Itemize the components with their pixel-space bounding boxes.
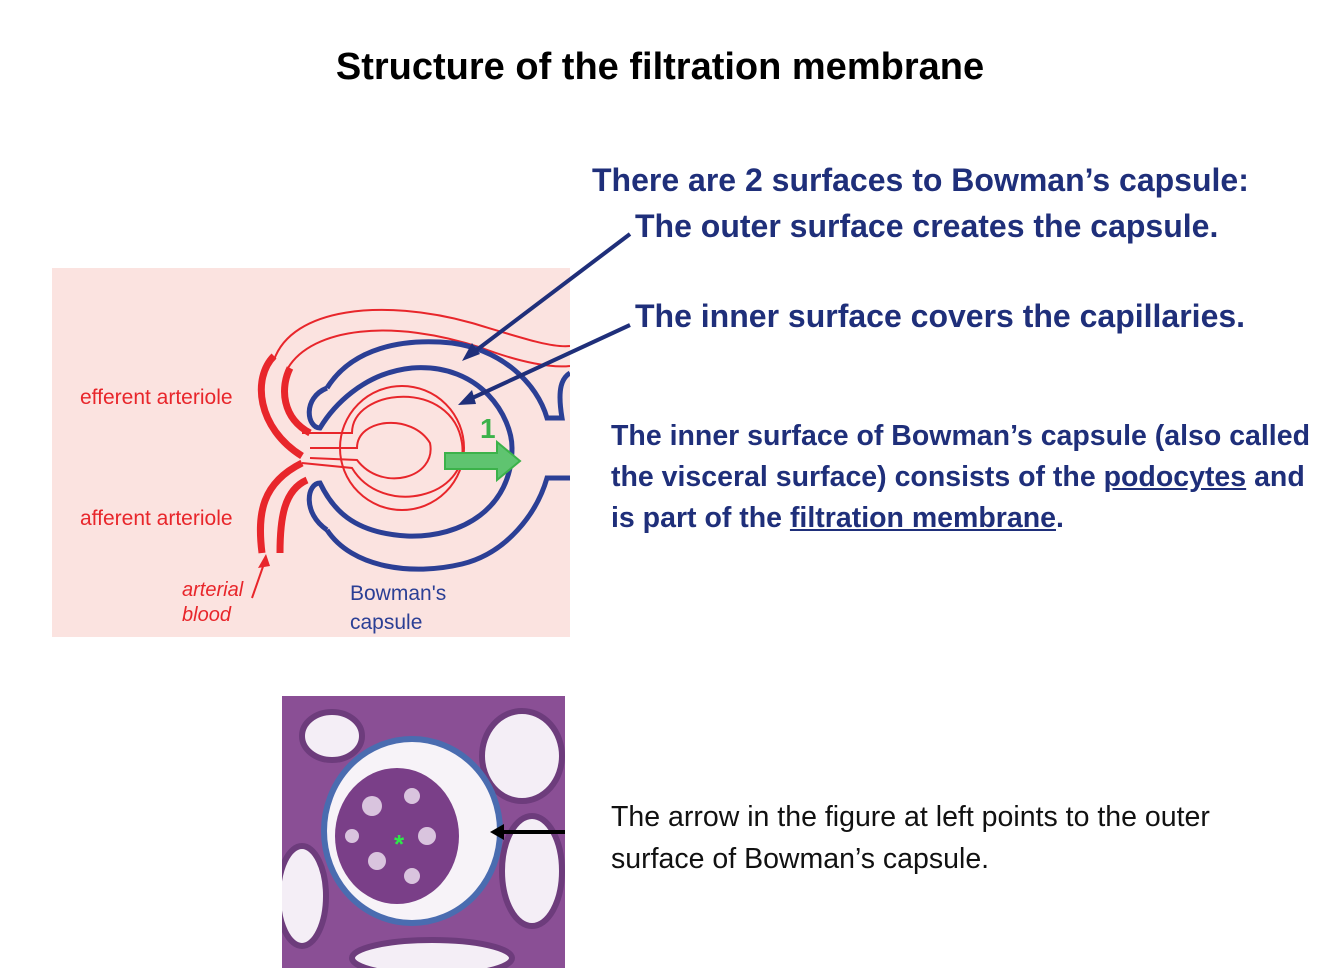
- tubule-lumen: [482, 711, 562, 801]
- micrograph-svg: *: [282, 696, 565, 968]
- tubule-lumen: [302, 712, 362, 760]
- capillary-lumen: [368, 852, 386, 870]
- micrograph-caption: The arrow in the figure at left points t…: [611, 796, 1251, 880]
- tubule-lumen: [282, 846, 326, 946]
- capillary-lumen: [418, 827, 436, 845]
- outer-surface-pointer-head: [462, 343, 480, 361]
- capillary-lumen: [404, 868, 420, 884]
- inner-surface-pointer-head: [458, 390, 476, 405]
- capillary-lumen: [404, 788, 420, 804]
- tubule-lumen: [352, 940, 512, 968]
- capillary-lumen: [362, 796, 382, 816]
- capillary-lumen: [345, 829, 359, 843]
- asterisk-marker: *: [394, 829, 405, 859]
- histology-micrograph: *: [282, 696, 565, 968]
